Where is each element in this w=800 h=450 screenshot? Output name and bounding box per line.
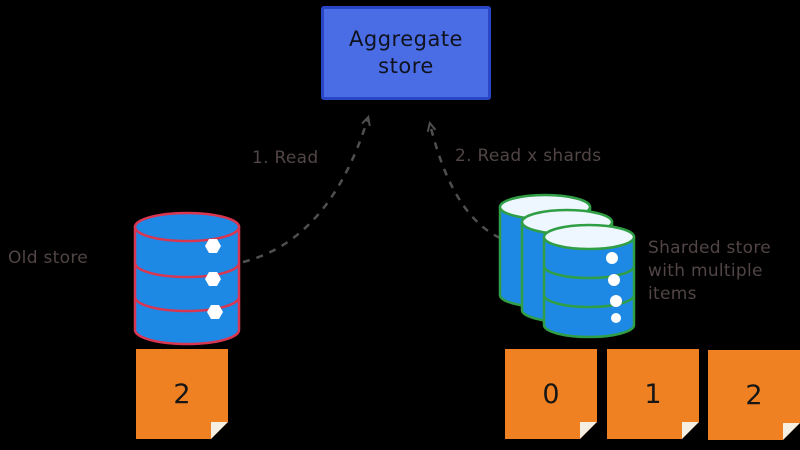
shard-store-label: Sharded store with multiple items <box>648 238 772 304</box>
shard-1-sticky-note: 1 <box>607 349 699 439</box>
shard-2-sticky-note: 2 <box>708 350 800 440</box>
old-store-label: Old store <box>8 248 88 268</box>
old-store-database-icon <box>133 211 241 346</box>
read-old-arrow <box>242 114 371 264</box>
read-shards-arrow-label: 2. Read x shards <box>455 146 602 166</box>
shard-database-stack-icon <box>498 193 636 339</box>
read-shards-arrow <box>426 120 501 240</box>
read-old-arrow-label: 1. Read <box>252 148 319 168</box>
old-store-count-sticky-note: 2 <box>136 349 228 439</box>
shard-0-sticky-note: 0 <box>505 349 597 439</box>
aggregate-store-box: Aggregate store <box>321 6 491 100</box>
